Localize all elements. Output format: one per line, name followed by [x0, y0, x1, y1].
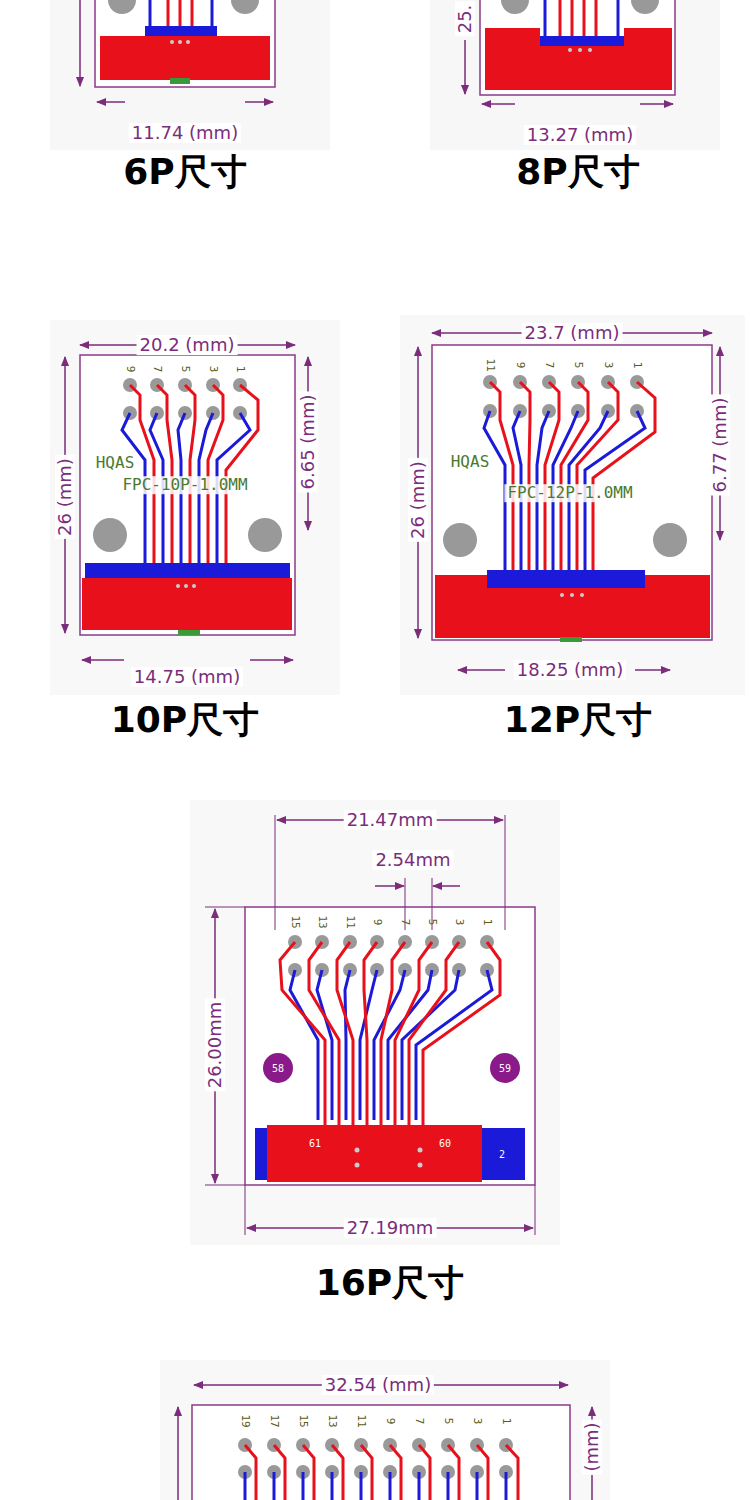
pin-number: 5 — [426, 919, 438, 926]
board-12p — [400, 315, 745, 695]
dimension-label: 26 (mm) — [55, 455, 75, 539]
size-caption: 12P尺寸 — [504, 700, 652, 740]
size-caption: 6P尺寸 — [123, 152, 246, 192]
pin-number: 7 — [399, 919, 411, 926]
pin-number: 1 — [631, 362, 643, 369]
pin-number: 15 — [289, 915, 301, 928]
dimension-label: 23.7 (mm) — [522, 323, 623, 343]
pin-number: 1 — [234, 366, 246, 373]
dimension-label: 14.75 (mm) — [131, 667, 243, 687]
pin-number: 19 — [239, 1414, 251, 1427]
dimension-label: 20.2 (mm) — [137, 335, 238, 355]
board-10p — [50, 320, 340, 695]
dimension-label: 25. — [455, 2, 475, 37]
pin-number: 13 — [316, 915, 328, 928]
pin-number: 9 — [124, 366, 136, 373]
board-20p — [160, 1360, 610, 1500]
pad-number: 59 — [499, 1063, 511, 1074]
size-caption: 16P尺寸 — [316, 1263, 464, 1303]
pin-number: 15 — [297, 1414, 309, 1427]
dimension-label: 2.54mm — [372, 850, 453, 870]
board-8p — [430, 0, 720, 150]
silkscreen-text: HQAS — [448, 453, 493, 471]
pin-number: 9 — [371, 919, 383, 926]
pin-number: 7 — [543, 362, 555, 369]
pin-number: 7 — [413, 1418, 425, 1425]
pin-number: 9 — [384, 1418, 396, 1425]
dimension-label: 6.77 (mm) — [710, 395, 730, 496]
pad-number: 61 — [309, 1138, 321, 1149]
pin-number: 3 — [207, 366, 219, 373]
pin-number: 13 — [326, 1414, 338, 1427]
pin-number: 1 — [481, 919, 493, 926]
dimension-label: 18.25 (mm) — [514, 660, 626, 680]
dimension-label: 32.54 (mm) — [322, 1375, 434, 1395]
pad-number: 60 — [439, 1138, 451, 1149]
silkscreen-text: FPC-10P-1.0MM — [119, 476, 250, 494]
pin-number: 1 — [500, 1418, 512, 1425]
pin-number: 9 — [514, 362, 526, 369]
dimension-label: 6.65 (mm) — [298, 392, 318, 493]
pin-number: 7 — [151, 366, 163, 373]
dimension-label: 26 (mm) — [408, 458, 428, 542]
pin-number: 3 — [453, 919, 465, 926]
dimension-label: 21.47mm — [344, 810, 437, 830]
size-caption: 8P尺寸 — [516, 152, 639, 192]
pin-number: 11 — [484, 358, 496, 371]
pad-number: 2 — [499, 1149, 505, 1160]
pin-number: 17 — [268, 1414, 280, 1427]
board-6p — [50, 0, 330, 150]
pin-number: 11 — [344, 915, 356, 928]
dimension-label: 26.00mm — [205, 999, 225, 1092]
pin-number: 3 — [602, 362, 614, 369]
size-caption: 10P尺寸 — [111, 700, 259, 740]
pin-number: 11 — [355, 1414, 367, 1427]
pin-number: 3 — [471, 1418, 483, 1425]
pin-number: 5 — [572, 362, 584, 369]
silkscreen-text: FPC-12P-1.0MM — [504, 484, 635, 502]
pin-number: 5 — [442, 1418, 454, 1425]
board-16p — [190, 800, 560, 1245]
pin-number: 5 — [179, 366, 191, 373]
dimension-label: 27.19mm — [344, 1218, 437, 1238]
dimension-label: 13.27 (mm) — [524, 125, 636, 145]
dimension-label: (mm) — [582, 1419, 602, 1474]
silkscreen-text: HQAS — [93, 454, 138, 472]
dimension-label: 11.74 (mm) — [129, 123, 241, 143]
pad-number: 58 — [272, 1063, 284, 1074]
